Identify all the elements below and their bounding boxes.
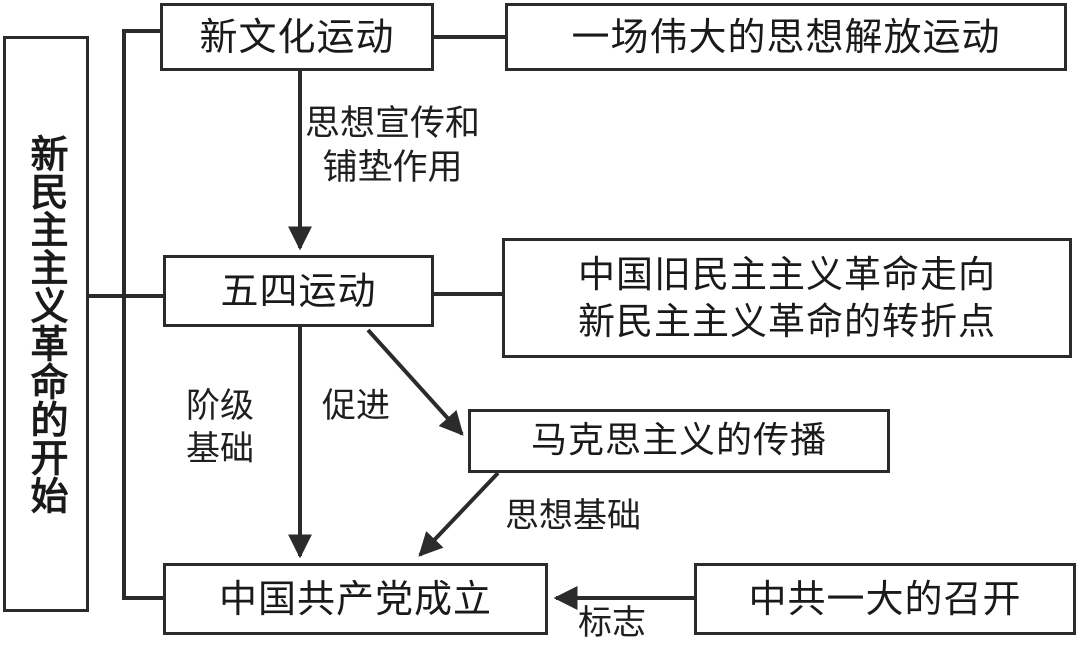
- node-great-liberation-label: 一场伟大的思想解放运动: [571, 14, 1001, 59]
- edge-label-propaganda: 思想宣传和 铺垫作用: [305, 103, 480, 191]
- edge-label-class-basis-line2: 基础: [186, 428, 254, 469]
- node-new-culture-movement[interactable]: 新文化运动: [160, 3, 434, 71]
- node-ccp-founded-label: 中国共产党成立: [218, 576, 492, 621]
- node-ccp-first-national-congress[interactable]: 中共一大的召开: [694, 563, 1076, 635]
- node-marxism-spread-label: 马克思主义的传播: [530, 419, 827, 461]
- edge-label-ideological-basis: 思想基础: [505, 496, 641, 536]
- node-turning-point[interactable]: 中国旧民主主义革命走向 新民主主义革命的转折点: [502, 238, 1072, 358]
- node-first-congress-label: 中共一大的召开: [748, 576, 1022, 621]
- left-trunk-connector: [87, 29, 166, 600]
- edge-label-class-basis: 阶级 基础: [186, 385, 254, 470]
- edge-label-class-basis-line1: 阶级: [186, 386, 254, 426]
- node-marxism-spread[interactable]: 马克思主义的传播: [468, 409, 890, 473]
- node-turning-point-line1: 中国旧民主主义革命走向: [578, 252, 996, 296]
- edge-label-propaganda-line2: 铺垫作用: [322, 147, 463, 188]
- node-great-ideological-liberation-movement[interactable]: 一场伟大的思想解放运动: [505, 3, 1067, 71]
- node-new-democratic-revolution-beginning[interactable]: 新民主主义革命的开始: [3, 36, 89, 612]
- node-new-culture-movement-label: 新文化运动: [199, 14, 395, 59]
- node-turning-point-line2: 新民主主义革命的转折点: [578, 300, 996, 343]
- node-title-label: 新民主主义革命的开始: [24, 134, 69, 514]
- edge-label-propaganda-line1: 思想宣传和: [305, 104, 481, 144]
- node-may-fourth-movement-label: 五四运动: [220, 268, 377, 313]
- edge-label-marker: 标志: [578, 603, 646, 643]
- edge-label-promote: 促进: [322, 386, 390, 426]
- node-ccp-founded[interactable]: 中国共产党成立: [163, 563, 548, 635]
- node-may-fourth-movement[interactable]: 五四运动: [163, 255, 434, 327]
- connector-marxism-to-ccp: [418, 471, 500, 557]
